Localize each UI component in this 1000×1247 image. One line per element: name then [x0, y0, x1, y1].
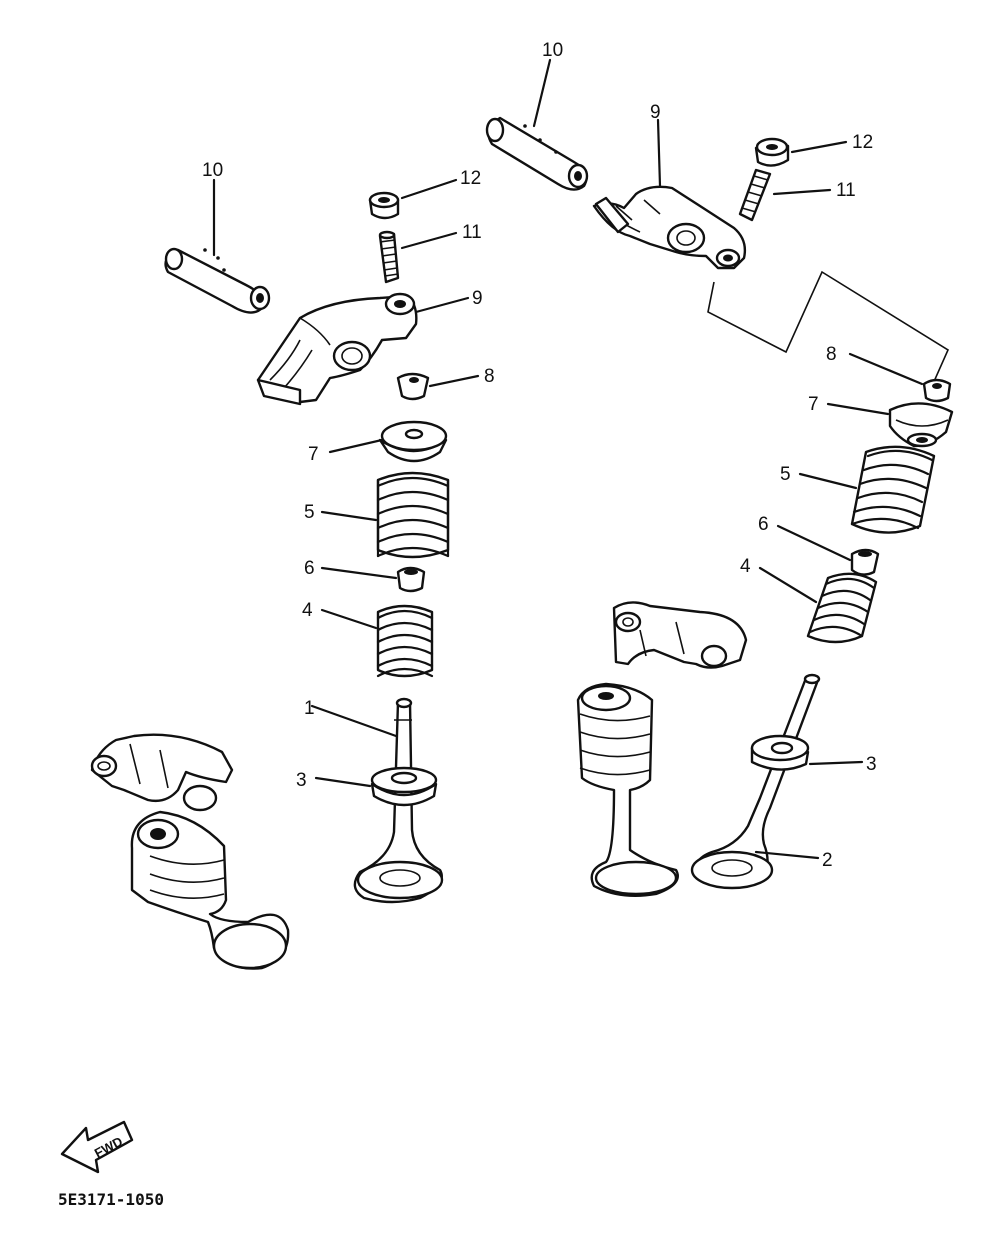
lock-nut-right [754, 137, 790, 167]
reference-valve-centre [576, 682, 679, 897]
callout-4-right: 4 [740, 556, 751, 577]
callout-5-right: 5 [780, 464, 791, 485]
lock-nut-left [368, 191, 400, 220]
valve-cap-right [922, 378, 952, 403]
valve-stem-seal-right [850, 548, 880, 576]
valve-cap-left [396, 372, 430, 401]
spring-retainer-right [888, 402, 954, 448]
adjusting-screw-left [378, 230, 400, 284]
callout-8-left: 8 [484, 366, 495, 387]
callout-1: 1 [304, 698, 315, 719]
rocker-shaft-right [485, 116, 589, 191]
callout-12-left: 12 [460, 168, 481, 189]
callout-6-right: 6 [758, 514, 769, 535]
callout-8-right: 8 [826, 344, 837, 365]
callout-4-left: 4 [302, 600, 313, 621]
spring-seat-right [750, 734, 810, 771]
reference-valve-left [130, 810, 290, 970]
callout-7-right: 7 [808, 394, 819, 415]
callout-3-right: 3 [866, 754, 877, 775]
callout-7-left: 7 [308, 444, 319, 465]
rocker-shaft-left [164, 247, 271, 314]
callout-11-right: 11 [836, 180, 856, 201]
forward-arrow-icon: FWD [60, 1120, 134, 1174]
outer-spring-left [376, 471, 450, 559]
callout-5-left: 5 [304, 502, 315, 523]
callout-12-right: 12 [852, 132, 873, 153]
callout-9-right: 9 [650, 102, 661, 123]
diagram-code: 5E3171-1050 [58, 1190, 164, 1209]
inner-spring-left [376, 604, 434, 678]
inner-spring-right [806, 572, 878, 644]
spring-retainer-left [378, 420, 448, 463]
valve-stem-seal-left [396, 566, 426, 593]
reference-rocker-right [612, 601, 748, 669]
callout-6-left: 6 [304, 558, 315, 579]
outer-spring-right [850, 445, 936, 534]
adjusting-screw-right [738, 168, 772, 222]
callout-11-left: 11 [462, 222, 482, 243]
callout-3-left: 3 [296, 770, 307, 791]
callout-9-left: 9 [472, 288, 483, 309]
spring-seat-left [370, 766, 438, 807]
reference-rocker-left [90, 733, 234, 812]
callout-10-left: 10 [202, 160, 223, 181]
rocker-arm-left [256, 292, 418, 406]
callout-2: 2 [822, 850, 833, 871]
callout-10-right: 10 [542, 40, 563, 61]
exhaust-valve [690, 673, 821, 890]
rocker-arm-right [592, 185, 747, 270]
